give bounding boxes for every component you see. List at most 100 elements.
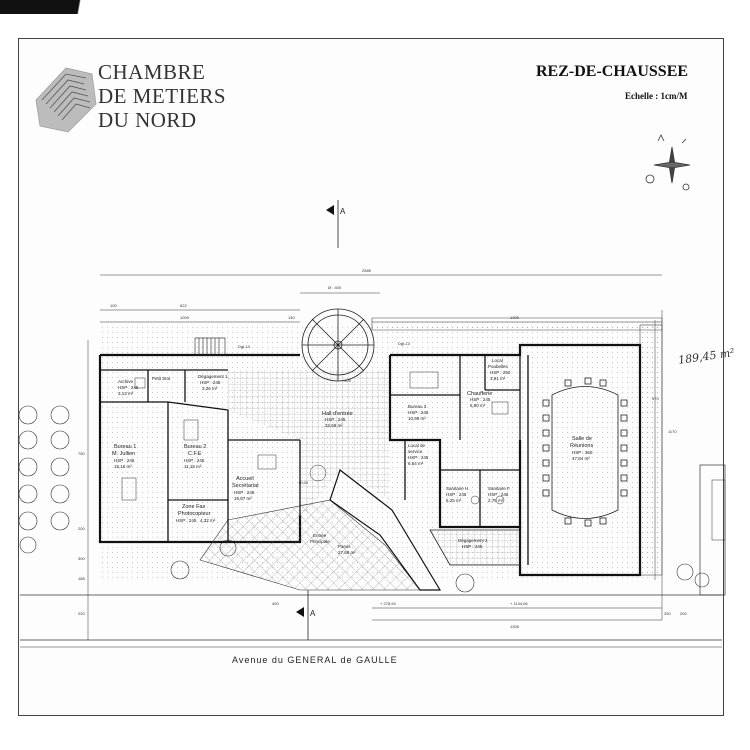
sanith-name: Sanitaire H. xyxy=(446,486,470,491)
bureau1-area: 15,16 m² xyxy=(114,464,132,469)
fax-area: 4,32 m² xyxy=(200,518,216,523)
dim-1144: + 1144,06 xyxy=(510,601,528,606)
level-000: +0,00 xyxy=(298,480,309,485)
accueil-name: Accueil xyxy=(236,476,254,482)
accueil-name2: Secrétariat xyxy=(232,483,259,489)
bureau2-area: 11,15 m² xyxy=(184,464,202,469)
room-bureau-2: Bureau 2 C.F.E HSP : 245 11,15 m² xyxy=(184,444,206,469)
dim-100: 100 xyxy=(110,303,117,308)
accueil-area: 16,67 m² xyxy=(234,496,252,501)
spiral-staircase-icon xyxy=(301,308,375,382)
furniture-icons xyxy=(121,371,509,505)
dim-278: + 278,94 xyxy=(380,601,396,606)
accueil-hsp: HSP : 245 xyxy=(234,490,255,495)
sanitf-name: Sanitaire F. xyxy=(488,486,511,491)
dim-200: 200 xyxy=(680,611,687,616)
poubelles-name2: Poubelles xyxy=(488,364,509,369)
plan-title: REZ-DE-CHAUSSEE xyxy=(536,63,689,80)
section-label-top: A xyxy=(340,207,346,216)
chaufferie-name: Chaufferie xyxy=(467,391,492,397)
level-100: +100 xyxy=(342,378,352,383)
section-label-bottom: A xyxy=(310,609,316,618)
archive-area: 3,13 m² xyxy=(118,391,134,396)
fax-hsp: HSP : 245 xyxy=(176,518,197,523)
dgt-code-right: Dgt-13 xyxy=(398,341,411,346)
dim-total: 2585 xyxy=(362,268,372,273)
room-accueil: Accueil Secrétariat HSP : 245 16,67 m² xyxy=(232,476,259,501)
dim-188: 188 xyxy=(78,576,85,581)
room-hall: Hall d'entrée HSP : 245 32,69 m² xyxy=(322,411,353,428)
room-degagement-2: Dégagement 2 HSP : 245 xyxy=(458,538,488,549)
organization-name: CHAMBRE DE METIERS DU NORD xyxy=(98,60,226,132)
parvis-area: 27,68 m² xyxy=(338,550,356,555)
bureau3-hsp: HSP : 245 xyxy=(408,410,429,415)
wc-label: Petit Stot xyxy=(152,376,171,381)
dgt1-name: Dégagement 1 xyxy=(198,374,228,379)
interior-walls xyxy=(100,355,529,565)
dgt2-name: Dégagement 2 xyxy=(458,538,488,543)
reunion-area: 47,84 m² xyxy=(572,456,590,461)
archive-name: Archive xyxy=(118,379,134,384)
dim-200b: 200 xyxy=(78,526,85,531)
room-local-service: Local de service HSP : 245 6,54 m² xyxy=(408,443,429,466)
dgt1-hsp: HSP : 245 xyxy=(200,380,221,385)
room-degagement-1: Dégagement 1 HSP : 245 3,26 m² xyxy=(198,374,228,391)
poubelles-area: 3,91 m² xyxy=(490,376,506,381)
poubelles-name: Local xyxy=(492,358,503,363)
bureau2-hsp: HSP : 245 xyxy=(184,458,205,463)
small-stair-icon xyxy=(194,337,226,356)
archive-hsp: HSP : 245 xyxy=(118,385,139,390)
dim-622: 622 xyxy=(180,303,187,308)
room-sanitaire-h: Sanitaire H. HSP : 245 5,25 m² xyxy=(446,486,470,503)
bureau2-name: Bureau 2 xyxy=(184,444,206,450)
dim-750: 750 xyxy=(78,451,85,456)
org-line-1: CHAMBRE xyxy=(98,60,206,84)
org-line-3: DU NORD xyxy=(98,108,197,132)
street-name: Avenue du GENERAL de GAULLE xyxy=(232,655,398,665)
room-archive: Archive HSP : 245 3,13 m² xyxy=(118,379,139,396)
chaufferie-hsp: HSP : 245 xyxy=(470,397,491,402)
entree-name2: Principale xyxy=(310,539,330,544)
parvis-name: Parvis xyxy=(338,544,351,549)
section-marker-bottom: A xyxy=(296,590,316,640)
service-name: Local de xyxy=(408,443,426,448)
fax-name2: Photocopieur xyxy=(178,511,211,517)
hall-area: 32,69 m² xyxy=(325,423,343,428)
dim-1305b: 1305 xyxy=(510,624,520,629)
room-bureau-1: Bureau 1 M. Jullien HSP : 245 15,16 m² xyxy=(112,444,136,469)
dim-400: 400 xyxy=(272,601,279,606)
poubelles-hsp: HSP : 250 xyxy=(490,370,511,375)
plan-scale: Echelle : 1cm/M xyxy=(625,91,688,101)
reunion-name2: Réunions xyxy=(570,443,593,449)
service-area: 6,54 m² xyxy=(408,461,424,466)
hall-hsp: HSP : 245 xyxy=(325,417,346,422)
hall-name: Hall d'entrée xyxy=(322,411,353,417)
dim-140: 140 xyxy=(288,315,295,320)
parvis: Parvis 27,68 m² xyxy=(338,544,356,555)
dim-1305: 1305 xyxy=(510,315,520,320)
meeting-table-icon xyxy=(542,377,628,527)
bureau1-hsp: HSP : 245 xyxy=(114,458,135,463)
room-salle-reunions: Salle de Réunions HSP : 360 47,84 m² xyxy=(570,436,593,461)
entree-principale: Entrée Principale xyxy=(310,533,330,544)
sanith-hsp: HSP : 245 xyxy=(446,492,467,497)
dgt1-area: 3,26 m² xyxy=(202,386,218,391)
dim-stair: Ø : 400 xyxy=(328,285,342,290)
organization-logo-icon xyxy=(35,67,97,133)
sanitf-hsp: HSP : 245 xyxy=(488,492,509,497)
scan-edge-mark xyxy=(0,0,130,14)
dim-1009: 1009 xyxy=(180,315,190,320)
room-chaufferie: Chaufferie HSP : 245 6,90 m² xyxy=(467,391,492,408)
dim-250: 250 xyxy=(664,611,671,616)
dim-220: 220 xyxy=(78,611,85,616)
reunion-hsp: HSP : 360 xyxy=(572,450,593,455)
dgt2-hsp: HSP : 245 xyxy=(462,544,483,549)
bureau3-name: Bureau 3 xyxy=(408,404,427,409)
reunion-name: Salle de xyxy=(572,436,592,442)
room-bureau-3: Bureau 3 HSP : 245 10,99 m² xyxy=(408,404,429,421)
bureau3-area: 10,99 m² xyxy=(408,416,426,421)
service-hsp: HSP : 245 xyxy=(408,455,429,460)
chaufferie-area: 6,90 m² xyxy=(470,403,486,408)
section-marker-top: A xyxy=(326,200,346,248)
